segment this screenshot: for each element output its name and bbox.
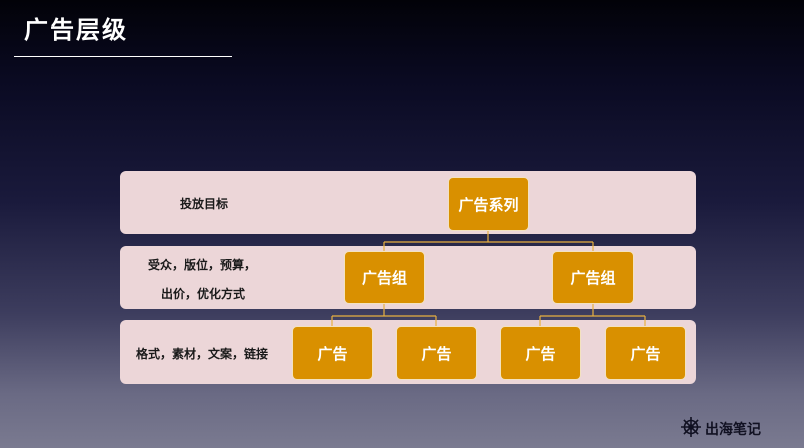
ad-node-1: 广告 — [292, 326, 373, 380]
ad-node-3: 广告 — [500, 326, 581, 380]
level-band-campaign — [120, 171, 696, 234]
slide-title: 广告层级 — [24, 16, 128, 44]
ad-node-4: 广告 — [605, 326, 686, 380]
brand-label: 出海笔记 — [705, 422, 761, 438]
brand-watermark: 出海笔记 — [680, 416, 761, 442]
campaign-node: 广告系列 — [448, 177, 529, 231]
level-3-description: 格式，素材，文案，链接 — [136, 347, 269, 361]
level-2-description-line-1: 受众，版位，预算， — [148, 258, 257, 272]
ship-wheel-icon — [680, 416, 705, 442]
ad-set-node-1: 广告组 — [344, 251, 425, 304]
ad-node-2: 广告 — [396, 326, 477, 380]
level-1-description: 投放目标 — [180, 197, 229, 211]
ad-set-node-2: 广告组 — [552, 251, 634, 304]
level-2-description-line-2: 出价，优化方式 — [161, 287, 246, 301]
title-underline — [14, 56, 232, 57]
